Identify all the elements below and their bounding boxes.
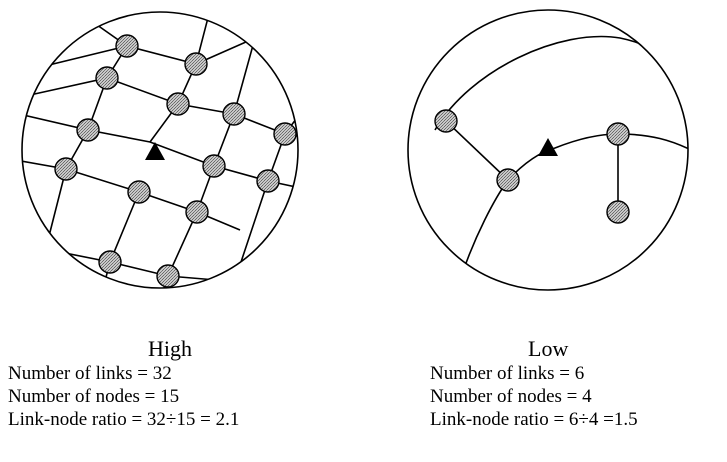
high-title: High	[148, 336, 192, 361]
node	[434, 109, 458, 133]
node	[273, 122, 297, 146]
low-boundary-circle	[407, 9, 689, 291]
node	[54, 157, 78, 181]
high-center-triangle-icon	[145, 142, 165, 160]
node	[606, 122, 630, 146]
low-ratio-line: Link-node ratio = 6÷4 =1.5	[430, 409, 638, 430]
node	[496, 168, 520, 192]
street-line	[434, 35, 688, 131]
street-line	[445, 120, 509, 181]
node	[115, 34, 139, 58]
node	[98, 250, 122, 274]
low-street-network	[434, 35, 688, 281]
node	[606, 200, 630, 224]
node	[156, 264, 180, 288]
high-links-line: Number of links = 32	[8, 363, 172, 384]
low-connectivity-panel	[407, 9, 689, 291]
high-nodes-line: Number of nodes = 15	[8, 386, 180, 407]
low-nodes	[434, 109, 630, 224]
node	[166, 92, 190, 116]
node	[127, 180, 151, 204]
low-nodes-line: Number of nodes = 4	[430, 386, 592, 407]
node	[202, 154, 226, 178]
high-nodes	[54, 34, 297, 288]
low-title: Low	[528, 336, 569, 361]
high-ratio-line: Link-node ratio = 32÷15 = 2.1	[8, 409, 240, 430]
high-stats: High Number of links = 32 Number of node…	[8, 336, 348, 431]
street-line	[99, 191, 140, 288]
street-line	[89, 19, 256, 65]
low-stats: Low Number of links = 6 Number of nodes …	[430, 336, 727, 431]
link-node-diagram	[21, 9, 689, 291]
street-line	[459, 133, 688, 281]
node	[222, 102, 246, 126]
street-line	[49, 249, 241, 283]
node	[256, 169, 280, 193]
node	[95, 66, 119, 90]
node	[185, 200, 209, 224]
high-boundary-circle	[21, 11, 299, 289]
low-center-triangle-icon	[538, 138, 558, 156]
node	[76, 118, 100, 142]
high-connectivity-panel	[21, 11, 299, 289]
street-line	[149, 12, 211, 143]
low-links-line: Number of links = 6	[430, 363, 585, 384]
node	[184, 52, 208, 76]
